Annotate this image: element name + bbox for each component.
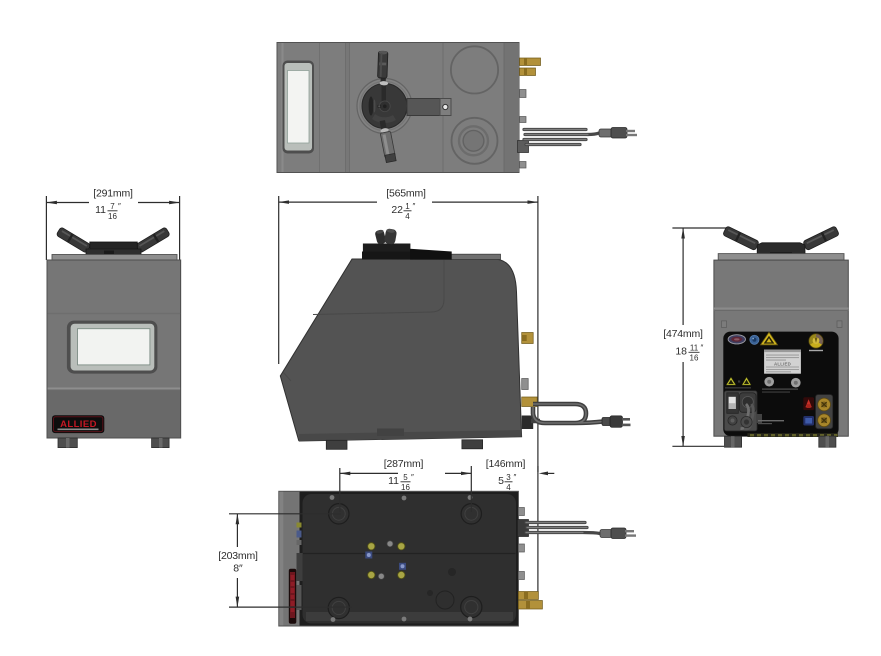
svg-text:4: 4 <box>405 212 410 221</box>
svg-text:11: 11 <box>388 475 399 487</box>
svg-text:″: ″ <box>118 202 121 211</box>
svg-text:8″: 8″ <box>233 563 243 575</box>
svg-text:″: ″ <box>411 473 414 482</box>
svg-text:[203mm]: [203mm] <box>218 550 258 562</box>
svg-text:16: 16 <box>401 483 410 492</box>
svg-text:ALLIED: ALLIED <box>60 419 97 430</box>
svg-text:ALLIED: ALLIED <box>774 362 791 367</box>
svg-text:3: 3 <box>506 473 511 482</box>
svg-text:11: 11 <box>690 344 699 353</box>
svg-text:″: ″ <box>701 344 704 353</box>
svg-text:[291mm]: [291mm] <box>93 188 133 200</box>
svg-text:1: 1 <box>405 202 410 211</box>
svg-text:11: 11 <box>95 204 106 216</box>
svg-text:5: 5 <box>498 475 504 487</box>
svg-text:″: ″ <box>413 202 416 211</box>
svg-text:16: 16 <box>690 354 699 363</box>
svg-text:″: ″ <box>514 473 517 482</box>
svg-text:22: 22 <box>391 204 403 216</box>
svg-text:16: 16 <box>108 212 117 221</box>
svg-text:[565mm]: [565mm] <box>386 188 426 200</box>
svg-text:7: 7 <box>110 202 115 211</box>
svg-text:[146mm]: [146mm] <box>486 458 526 470</box>
svg-text:18: 18 <box>675 346 687 358</box>
svg-text:5: 5 <box>403 473 408 482</box>
svg-text:[287mm]: [287mm] <box>384 458 424 470</box>
svg-text:[474mm]: [474mm] <box>663 328 703 340</box>
svg-text:4: 4 <box>506 483 511 492</box>
